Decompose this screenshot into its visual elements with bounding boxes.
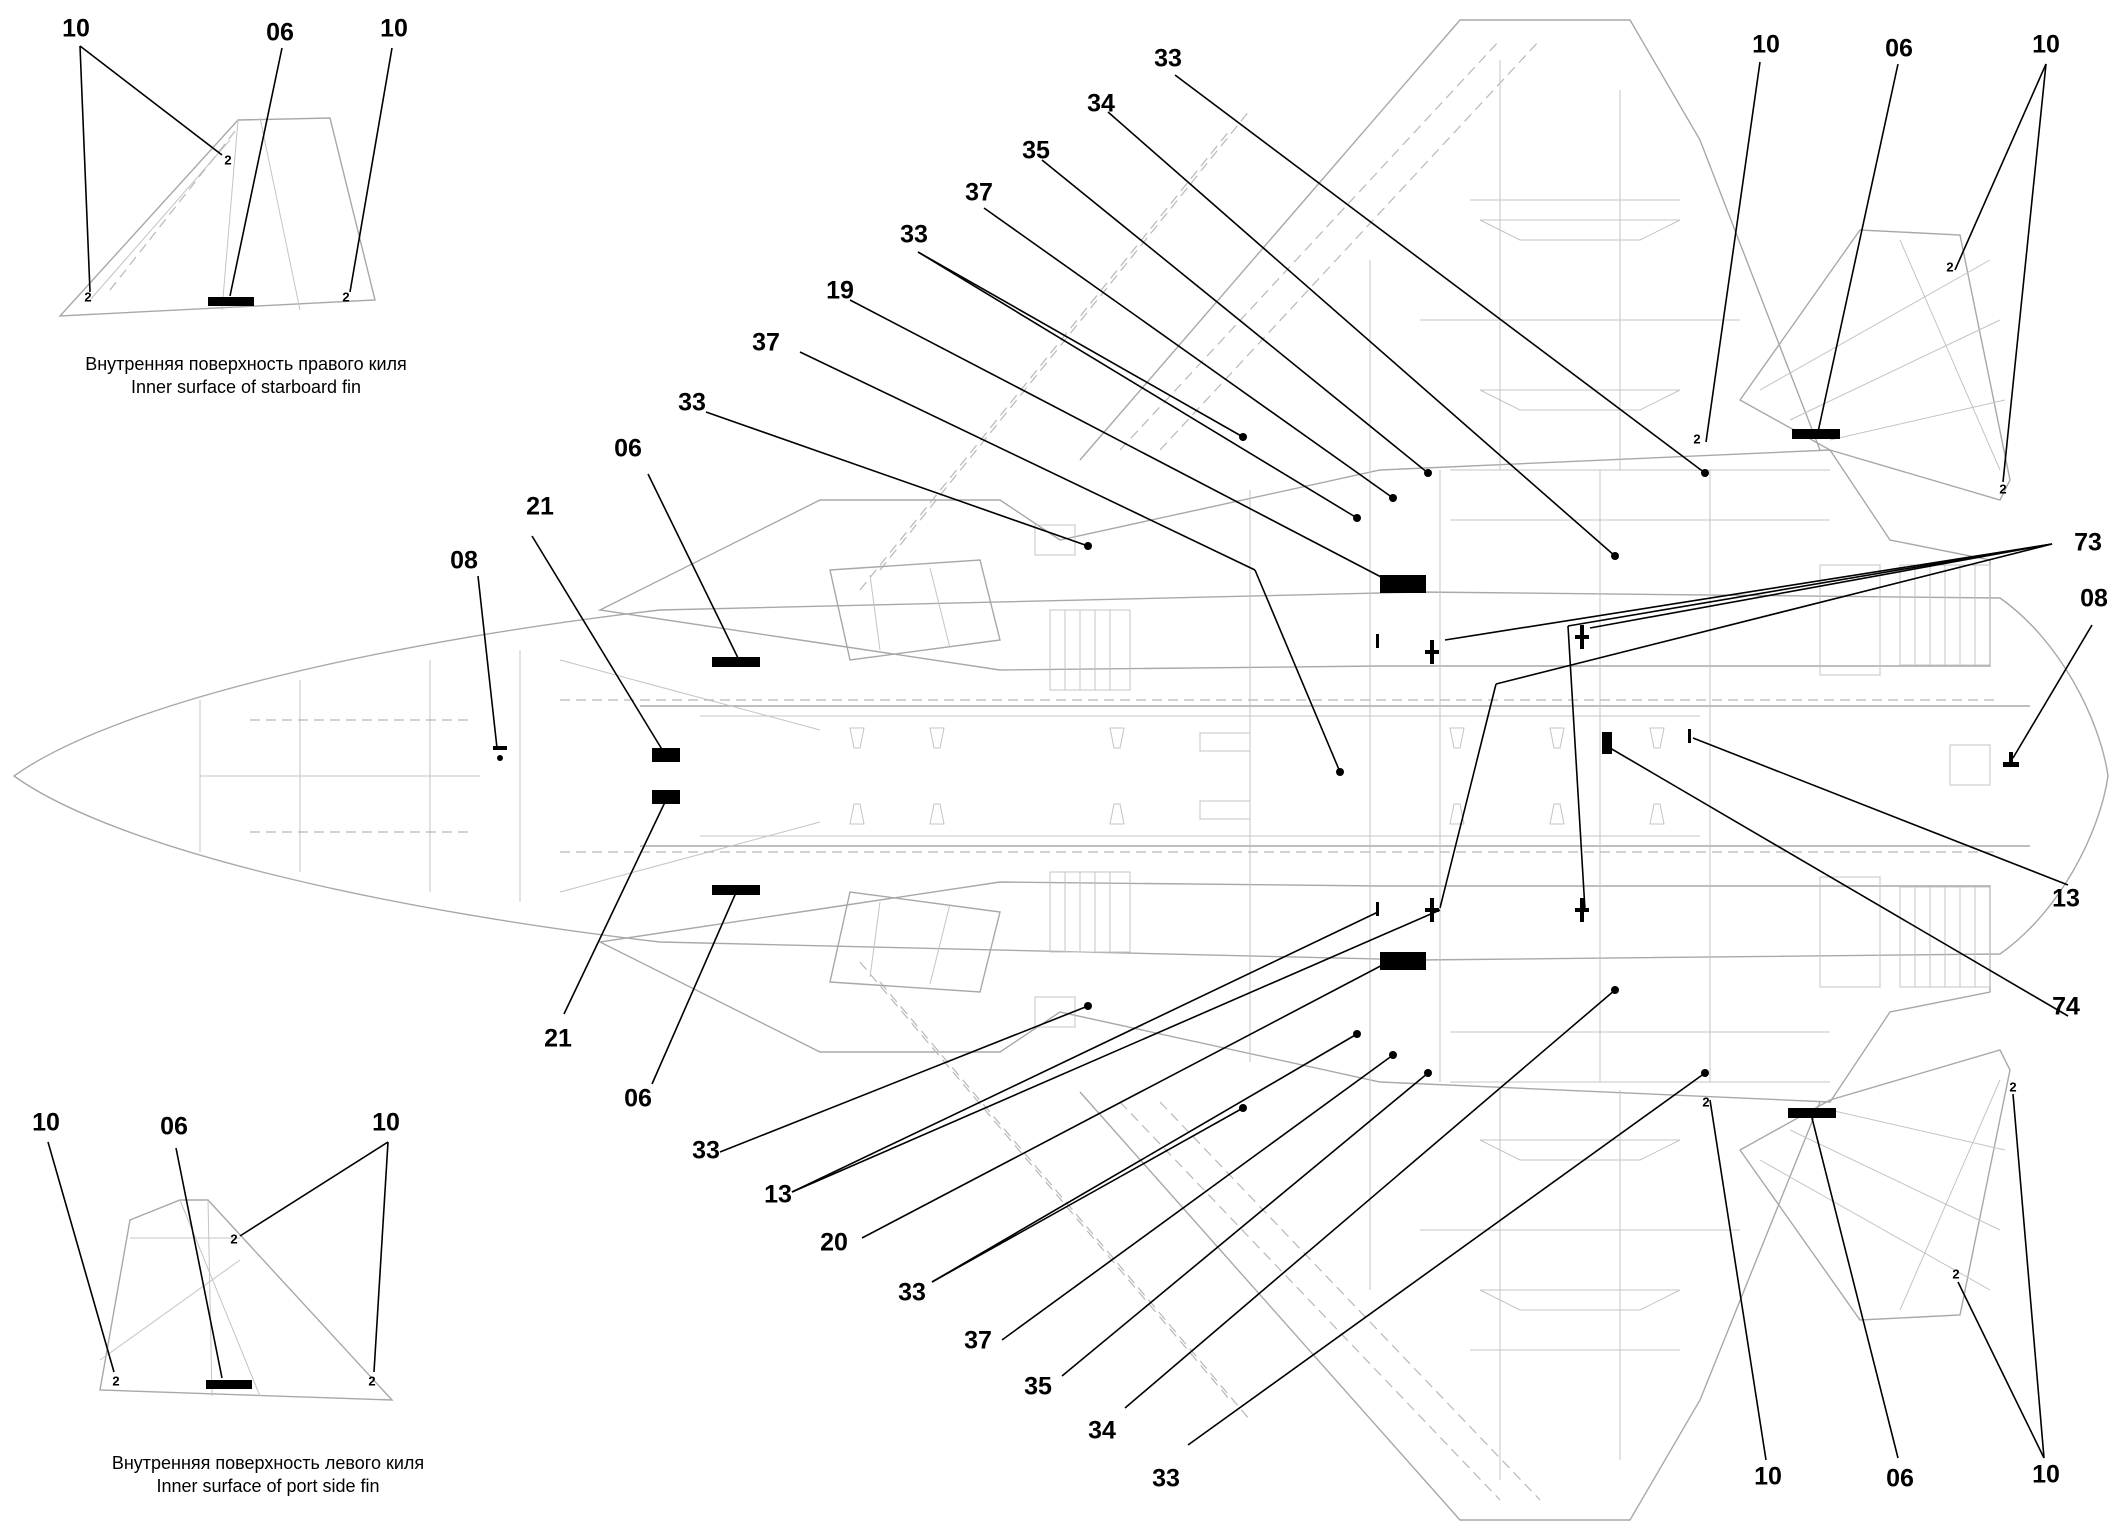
- caption-starboard-en: Inner surface of starboard fin: [131, 377, 361, 397]
- callout-06: 06: [160, 1113, 188, 1141]
- callout-10: 10: [62, 15, 90, 43]
- starboard-fin-inset: 2 2 2 10 06 10 Внутренняя поверхность пр…: [58, 15, 408, 397]
- port-fin-outline: [99, 1199, 394, 1401]
- callout-74: 74: [2052, 993, 2080, 1021]
- callout-37: 37: [965, 179, 993, 207]
- fin-mark: 2: [368, 1373, 375, 1388]
- callout-06: 06: [614, 435, 642, 463]
- caption-port-ru: Внутренняя поверхность левого киля: [112, 1453, 424, 1473]
- callout-10: 10: [1754, 1463, 1782, 1491]
- fin-mark: 2: [2009, 1079, 2016, 1094]
- callout-33: 33: [898, 1279, 926, 1307]
- callout-34: 34: [1088, 1417, 1116, 1445]
- callout-33: 33: [900, 221, 928, 249]
- callout-08: 08: [2080, 585, 2108, 613]
- fin-mark: 2: [342, 289, 349, 304]
- callout-33: 33: [1152, 1465, 1180, 1493]
- callout-10: 10: [32, 1109, 60, 1137]
- callout-06: 06: [1885, 35, 1913, 63]
- upper-intake: [597, 449, 1991, 671]
- leader-lines: [477, 61, 2093, 1461]
- callout-08: 08: [450, 547, 478, 575]
- fin-mark: 2: [230, 1231, 237, 1246]
- callout-labels: 33 34 35 37 33 19 37 33 06 21 08 10 06 1…: [450, 31, 2108, 1493]
- lower-tailplane: [1738, 1049, 2011, 1321]
- starboard-fin-stencil: [208, 297, 254, 306]
- callout-19: 19: [826, 277, 854, 305]
- stencil-marks: 2 2 2 2 2 2: [493, 259, 2019, 1281]
- caption-port-en: Inner surface of port side fin: [156, 1476, 379, 1496]
- upper-cockpit-panel: [829, 559, 1001, 661]
- callout-35: 35: [1022, 137, 1050, 165]
- callout-13: 13: [2052, 885, 2080, 913]
- callout-33: 33: [692, 1137, 720, 1165]
- upper-wing: [1079, 19, 1821, 461]
- aircraft-plan-view: [12, 19, 2109, 1521]
- callout-37: 37: [752, 329, 780, 357]
- callout-21: 21: [544, 1025, 572, 1053]
- callout-37: 37: [964, 1327, 992, 1355]
- callout-06: 06: [624, 1085, 652, 1113]
- fin-mark: 2: [1702, 1094, 1709, 1109]
- callout-10: 10: [2032, 31, 2060, 59]
- callout-21: 21: [526, 493, 554, 521]
- callout-06: 06: [266, 19, 294, 47]
- leader-dots: [1084, 433, 1709, 1112]
- starboard-fin-outline: [58, 117, 376, 317]
- upper-tailplane: [1738, 229, 2011, 501]
- fin-mark: 2: [224, 152, 231, 167]
- fin-mark: 2: [1999, 481, 2006, 496]
- fin-mark: 2: [1693, 431, 1700, 446]
- port-fin-stencil: [206, 1380, 252, 1389]
- fin-mark: 2: [1952, 1266, 1959, 1281]
- callout-20: 20: [820, 1229, 848, 1257]
- lower-intake: [597, 881, 1991, 1103]
- caption-starboard-ru: Внутренняя поверхность правого киля: [85, 354, 407, 374]
- callout-10: 10: [1752, 31, 1780, 59]
- fin-mark: 2: [112, 1373, 119, 1388]
- callout-10: 10: [2032, 1461, 2060, 1489]
- callout-33: 33: [1154, 45, 1182, 73]
- callout-34: 34: [1087, 90, 1115, 118]
- fin-mark: 2: [1946, 259, 1953, 274]
- callout-10: 10: [380, 15, 408, 43]
- lower-cockpit-panel: [829, 891, 1001, 993]
- lower-wing: [1079, 1091, 1821, 1521]
- fuselage-outline: [12, 591, 2109, 961]
- port-fin-inset: 2 2 2 10 06 10 Внутренняя поверхность ле…: [32, 1109, 424, 1496]
- callout-35: 35: [1024, 1373, 1052, 1401]
- callout-73: 73: [2074, 529, 2102, 557]
- callout-33: 33: [678, 389, 706, 417]
- callout-13: 13: [764, 1181, 792, 1209]
- callout-06: 06: [1886, 1465, 1914, 1493]
- fin-mark: 2: [84, 289, 91, 304]
- callout-10: 10: [372, 1109, 400, 1137]
